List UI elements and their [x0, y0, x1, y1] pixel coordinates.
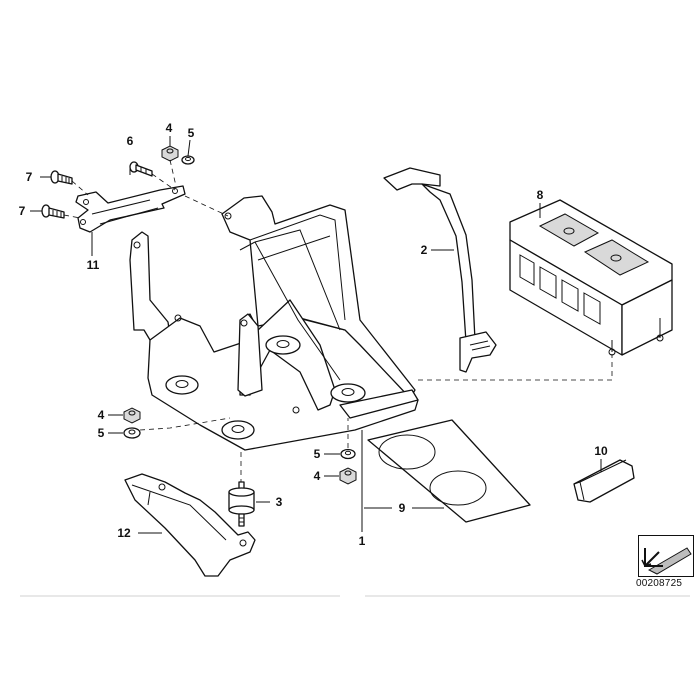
callout-5-top: 5 [188, 126, 195, 140]
assembly-line-left-fastener [139, 417, 231, 431]
image-code: 00208725 [636, 578, 683, 589]
callout-5-right: 5 [314, 447, 321, 461]
badge-frame [638, 535, 694, 577]
callout-3: 3 [276, 495, 283, 509]
callout-11: 11 [87, 258, 100, 272]
callout-2: 2 [421, 243, 428, 257]
edge-protector-part-10 [573, 459, 635, 503]
callout-4-right: 4 [314, 469, 321, 483]
rubber-mount-part-3 [228, 481, 255, 527]
washer-part-5-left [123, 427, 141, 439]
bolt-part-6 [129, 161, 153, 177]
reference-badge: 00208725 [636, 535, 696, 595]
battery-case-part-8 [509, 199, 673, 356]
callout-8: 8 [537, 188, 544, 202]
bracket-part-11 [75, 185, 186, 233]
battery-tray-part-1 [129, 195, 419, 451]
arrow-icon [641, 547, 692, 575]
nut-part-4-top [161, 145, 179, 162]
callout-4-left: 4 [98, 408, 105, 422]
mat-part-9 [367, 419, 531, 523]
callout-5-left: 5 [98, 426, 105, 440]
callout-4-top: 4 [166, 121, 173, 135]
callout-1: 1 [359, 534, 366, 548]
callout-12: 12 [117, 526, 131, 540]
assembly-line-6 [151, 173, 176, 191]
leader-5-top [187, 139, 191, 157]
assembly-line-11-tray [184, 195, 229, 217]
nut-part-4-left [123, 407, 141, 424]
washer-part-5-right [340, 448, 356, 460]
callout-10: 10 [594, 444, 608, 458]
assembly-line-7a [71, 180, 89, 196]
washer-part-5-top [181, 155, 195, 165]
assembly-line-case [418, 354, 613, 381]
screw-part-7-upper [50, 170, 73, 185]
screw-part-7-lower [41, 204, 65, 219]
callout-7-lower: 7 [19, 204, 26, 218]
nut-part-4-right [339, 467, 357, 485]
assembly-line-4 [169, 159, 177, 187]
callout-7-upper: 7 [26, 170, 33, 184]
assembly-line-7b [63, 214, 81, 219]
bracket-part-12 [124, 473, 256, 577]
callout-9: 9 [399, 501, 406, 515]
strap-part-2 [383, 167, 497, 373]
callout-6: 6 [127, 134, 134, 148]
